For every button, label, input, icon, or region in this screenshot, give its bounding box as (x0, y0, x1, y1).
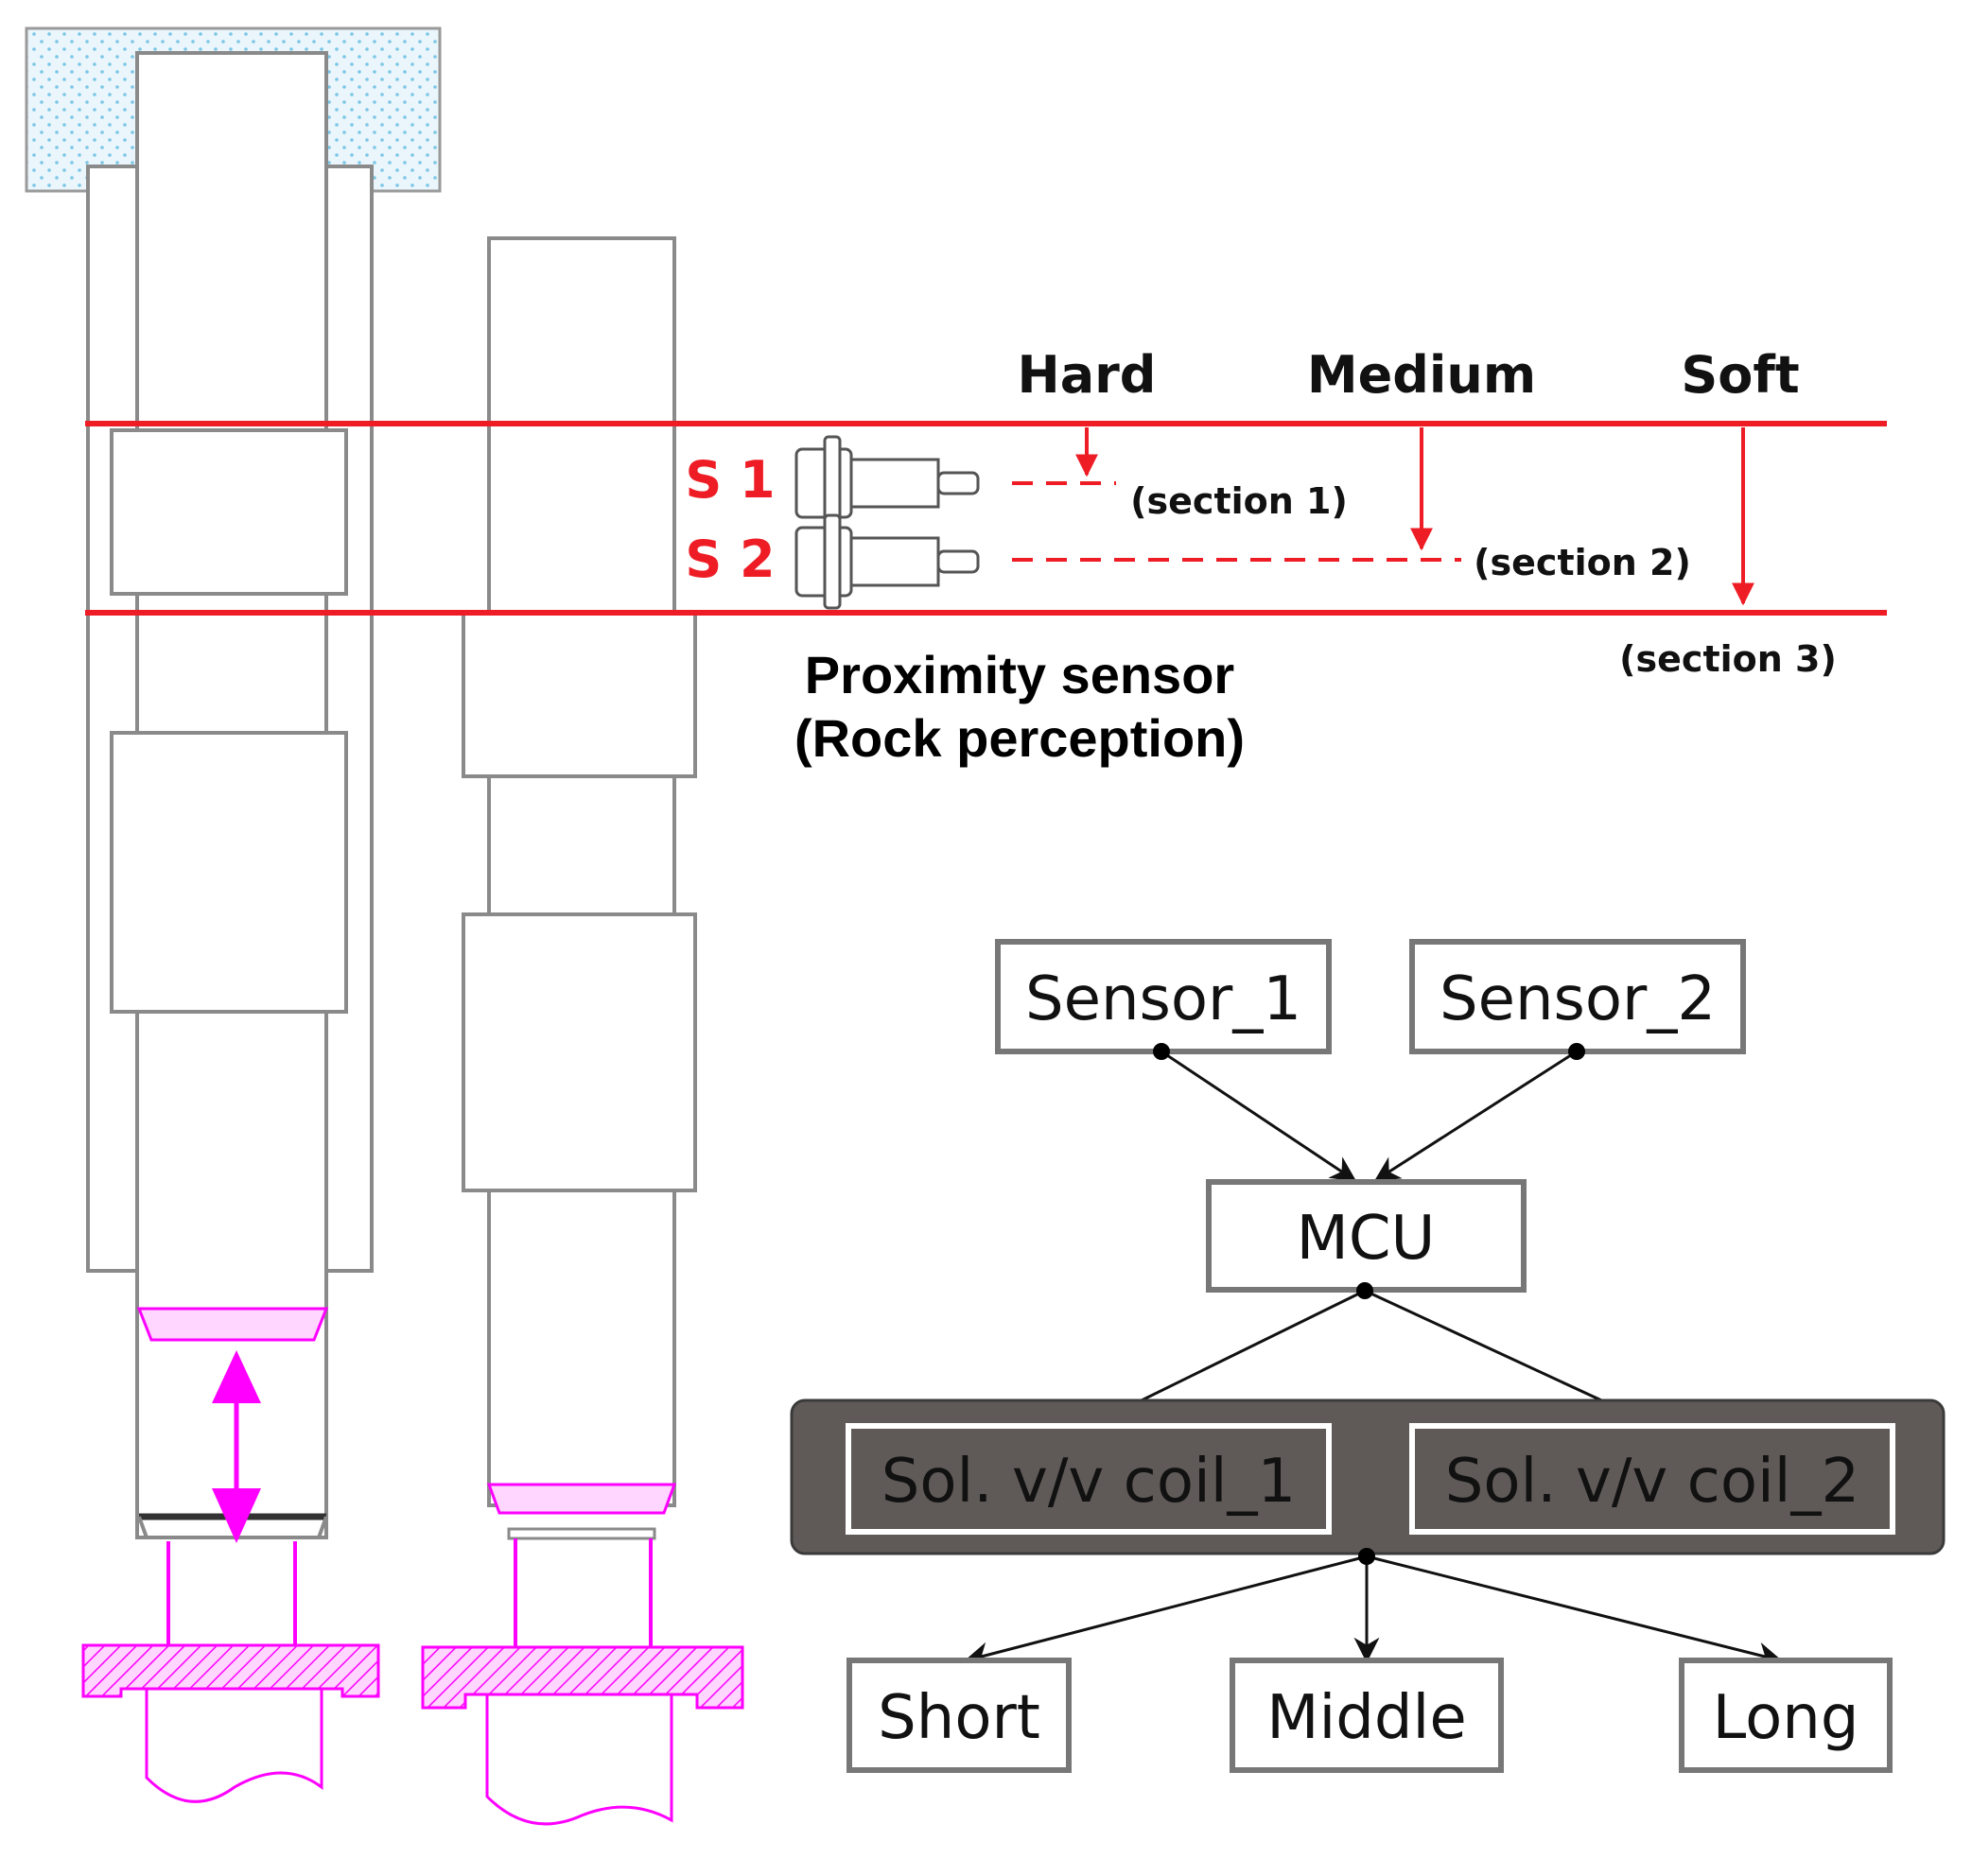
mcu-label: MCU (1297, 1204, 1436, 1274)
right-piston-seal (486, 1483, 677, 1515)
chisel-bushing-left (81, 1643, 380, 1698)
proximity-sensor-2-icon (794, 513, 980, 610)
edge-sensor1-mcu (1161, 1050, 1357, 1182)
edge-panel-long (1366, 1555, 1783, 1668)
section3-label: (section 3) (1619, 638, 1837, 680)
coil2-node: Sol. v/v coil_2 (1409, 1423, 1895, 1535)
coil1-node: Sol. v/v coil_1 (846, 1423, 1332, 1535)
sensor2-node: Sensor_2 (1409, 939, 1746, 1054)
middle-label: Middle (1266, 1683, 1466, 1753)
right-ring-lower (462, 912, 697, 1192)
edge-sensor2-mcu (1373, 1050, 1578, 1182)
section2-label: (section 2) (1474, 542, 1691, 583)
s1-label: S 1 (685, 450, 775, 510)
stroke-arrow-down-icon (212, 1488, 261, 1543)
piston-tip (137, 1516, 328, 1539)
junction-mcu (1356, 1282, 1373, 1299)
control-flow: Sensor_1 Sensor_2 MCU Sol. v/v coil_1 So… (790, 939, 1946, 1773)
junction-panel (1358, 1548, 1375, 1565)
short-node: Short (846, 1658, 1072, 1773)
sensor2-label: Sensor_2 (1440, 964, 1716, 1034)
right-rod-cap (507, 1527, 656, 1540)
proximity-sensor-1-icon (794, 435, 980, 531)
hard-label: Hard (1018, 345, 1157, 405)
proximity-title-line1: Proximity sensor (805, 645, 1234, 704)
sensor1-label: Sensor_1 (1025, 964, 1301, 1034)
right-rod (487, 236, 676, 1507)
stroke-arrow-up-icon (212, 1350, 261, 1403)
coil1-label: Sol. v/v coil_1 (881, 1447, 1297, 1517)
medium-label: Medium (1307, 345, 1536, 405)
section1-label: (section 1) (1130, 480, 1348, 522)
chisel-bushing-right (421, 1645, 744, 1710)
chisel-shank-left (166, 1541, 297, 1645)
mcu-node: MCU (1206, 1179, 1527, 1293)
section-zone: Hard Medium Soft (section 1) (section 2)… (85, 345, 1887, 768)
chisel-body-left (145, 1689, 323, 1803)
middle-node: Middle (1230, 1658, 1504, 1773)
right-ring-upper (462, 611, 697, 778)
short-label: Short (878, 1683, 1040, 1753)
junction-sensor1 (1153, 1043, 1170, 1060)
piston-ring-upper (110, 428, 348, 596)
coil2-label: Sol. v/v coil_2 (1445, 1447, 1860, 1517)
long-node: Long (1679, 1658, 1893, 1773)
soft-label: Soft (1681, 345, 1799, 405)
s2-label: S 2 (685, 530, 775, 589)
edge-panel-short (964, 1555, 1368, 1667)
junction-sensor2 (1568, 1043, 1585, 1060)
sensor1-node: Sensor_1 (995, 939, 1332, 1054)
chisel-shank-right (514, 1538, 653, 1647)
left-piston-assembly (25, 26, 442, 1803)
right-piston-assembly (421, 236, 744, 1826)
piston-ring-lower (110, 731, 348, 1014)
chisel-body-right (485, 1694, 673, 1826)
proximity-title-line2: (Rock perception) (794, 708, 1245, 768)
piston-seal (136, 1307, 329, 1342)
long-label: Long (1713, 1683, 1859, 1753)
